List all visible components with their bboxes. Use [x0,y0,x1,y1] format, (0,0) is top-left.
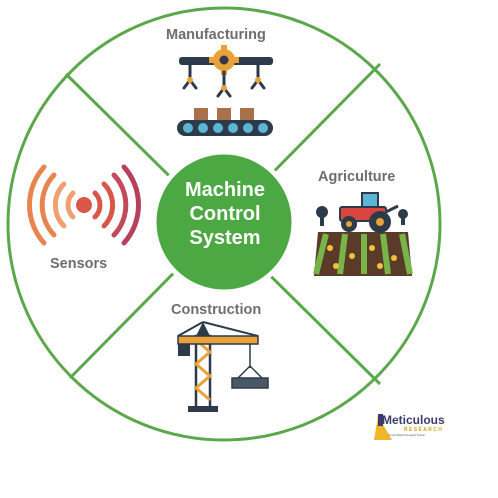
meticulous-research-logo [374,414,392,440]
brand-sub: RESEARCH [404,427,444,433]
outer-ring [6,6,442,442]
sensor-signal-icon [26,164,142,246]
tower-crane-icon [177,321,269,412]
tractor-field-icon [313,192,413,276]
segment-label-sensors: Sensors [50,256,108,272]
segment-label-agriculture: Agriculture [318,169,396,185]
center-title: Machine Control System [160,178,290,250]
segment-label-construction: Construction [171,302,262,318]
brand-tagline: Trusted Market Research Partner [388,434,426,437]
brand-name: Meticulous [382,413,445,427]
conveyor-robot-arms-icon [177,45,273,136]
center-title-line-3: System [189,227,261,249]
segment-label-manufacturing: Manufacturing [166,27,266,43]
center-title-line-1: Machine [184,179,266,201]
center-circle [151,149,297,295]
center-title-line-2: Control [189,203,261,225]
brand-logo: Meticulous RESEARCH Trusted Market Resea… [374,410,454,440]
